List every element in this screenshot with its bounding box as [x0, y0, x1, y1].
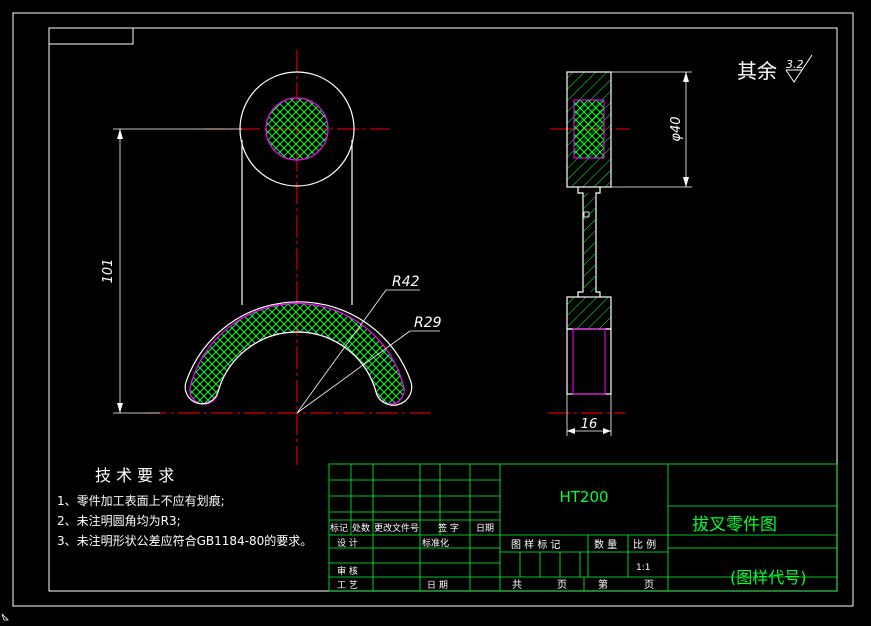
- hdr-count: 处数: [352, 522, 370, 534]
- part-name: 拔叉零件图: [692, 515, 777, 535]
- r29-leader: [296, 330, 411, 414]
- hdr-scale: 比 例: [633, 538, 656, 551]
- material-label: HT200: [559, 488, 608, 506]
- side-fork-hidden: [572, 328, 606, 395]
- hdr-quantity: 数 量: [594, 538, 617, 551]
- fork-left-end: [184, 381, 219, 405]
- drawing-code: (图样代号): [730, 568, 807, 587]
- hdr-date2: 日 期: [427, 580, 448, 591]
- hdr-number: 第: [598, 578, 608, 591]
- roughness-prefix: 其余: [737, 59, 777, 83]
- dia-arrow-top: [683, 72, 689, 82]
- dim-101-label: 101: [101, 259, 116, 284]
- w-arrow-left: [567, 428, 575, 434]
- cursor-icon: [1, 613, 9, 621]
- roughness-note: 其余 3.2: [737, 54, 813, 83]
- side-hub-inner: [573, 99, 605, 159]
- dim-arrow-bottom: [117, 403, 123, 413]
- title-block-frame: [328, 463, 838, 592]
- technical-requirements: 技 术 要 求 1、零件加工表面上不应有划痕; 2、未注明圆角均为R3; 3、未…: [57, 466, 312, 548]
- front-view: 101 R42 R29: [101, 50, 442, 465]
- hdr-review: 审 核: [337, 565, 358, 577]
- hdr-mark: 标记: [330, 522, 348, 534]
- requirement-2: 2、未注明圆角均为R3;: [57, 513, 181, 528]
- fork-outer-arc: [185, 301, 412, 383]
- side-view: φ40 16: [548, 71, 692, 436]
- title-block: [328, 463, 838, 592]
- side-arm-section: [583, 193, 596, 292]
- requirement-3: 3、未注明形状公差应符合GB1184-80的要求。: [57, 533, 312, 548]
- side-fork-lower: [566, 328, 612, 395]
- roughness-value: 3.2: [786, 58, 804, 71]
- dia-label: φ40: [669, 116, 684, 141]
- requirement-1: 1、零件加工表面上不应有划痕;: [57, 493, 225, 508]
- hdr-signature: 签 字: [438, 522, 459, 534]
- hdr-design: 设 计: [337, 537, 358, 549]
- hdr-sheet: 页: [557, 579, 567, 591]
- scale-value: 1:1: [636, 563, 650, 573]
- hdr-change-doc: 更改文件号: [374, 522, 419, 534]
- roughness-symbol-icon: [785, 54, 813, 83]
- hdr-sheet2: 页: [644, 579, 654, 591]
- outer-frame: [12, 12, 854, 607]
- fork-inner-arc: [217, 331, 377, 393]
- r42-leader: [296, 289, 387, 414]
- width-label: 16: [581, 417, 598, 432]
- hdr-standardize: 标准化: [422, 537, 449, 549]
- corner-box: [48, 27, 134, 45]
- side-fork-block: [566, 296, 612, 330]
- requirements-title: 技 术 要 求: [95, 466, 174, 485]
- dim-arrow-top: [117, 129, 123, 139]
- r29-label: R29: [414, 315, 442, 331]
- fork-right-end: [375, 381, 413, 406]
- side-arm-mark: [583, 211, 590, 218]
- w-arrow-right: [603, 428, 611, 434]
- hdr-process: 工 艺: [337, 580, 358, 591]
- r42-label: R42: [392, 274, 420, 290]
- hdr-drawing-mark: 图 样 标 记: [511, 538, 561, 551]
- title-block-text: HT200 拔叉零件图 (图样代号) 标记 处数 更改文件号 签 字 日期 设 …: [330, 488, 807, 591]
- hdr-total: 共: [512, 579, 522, 591]
- hdr-date: 日期: [476, 523, 494, 534]
- hub-bore-section: [265, 97, 329, 161]
- dia-arrow-bottom: [683, 177, 689, 187]
